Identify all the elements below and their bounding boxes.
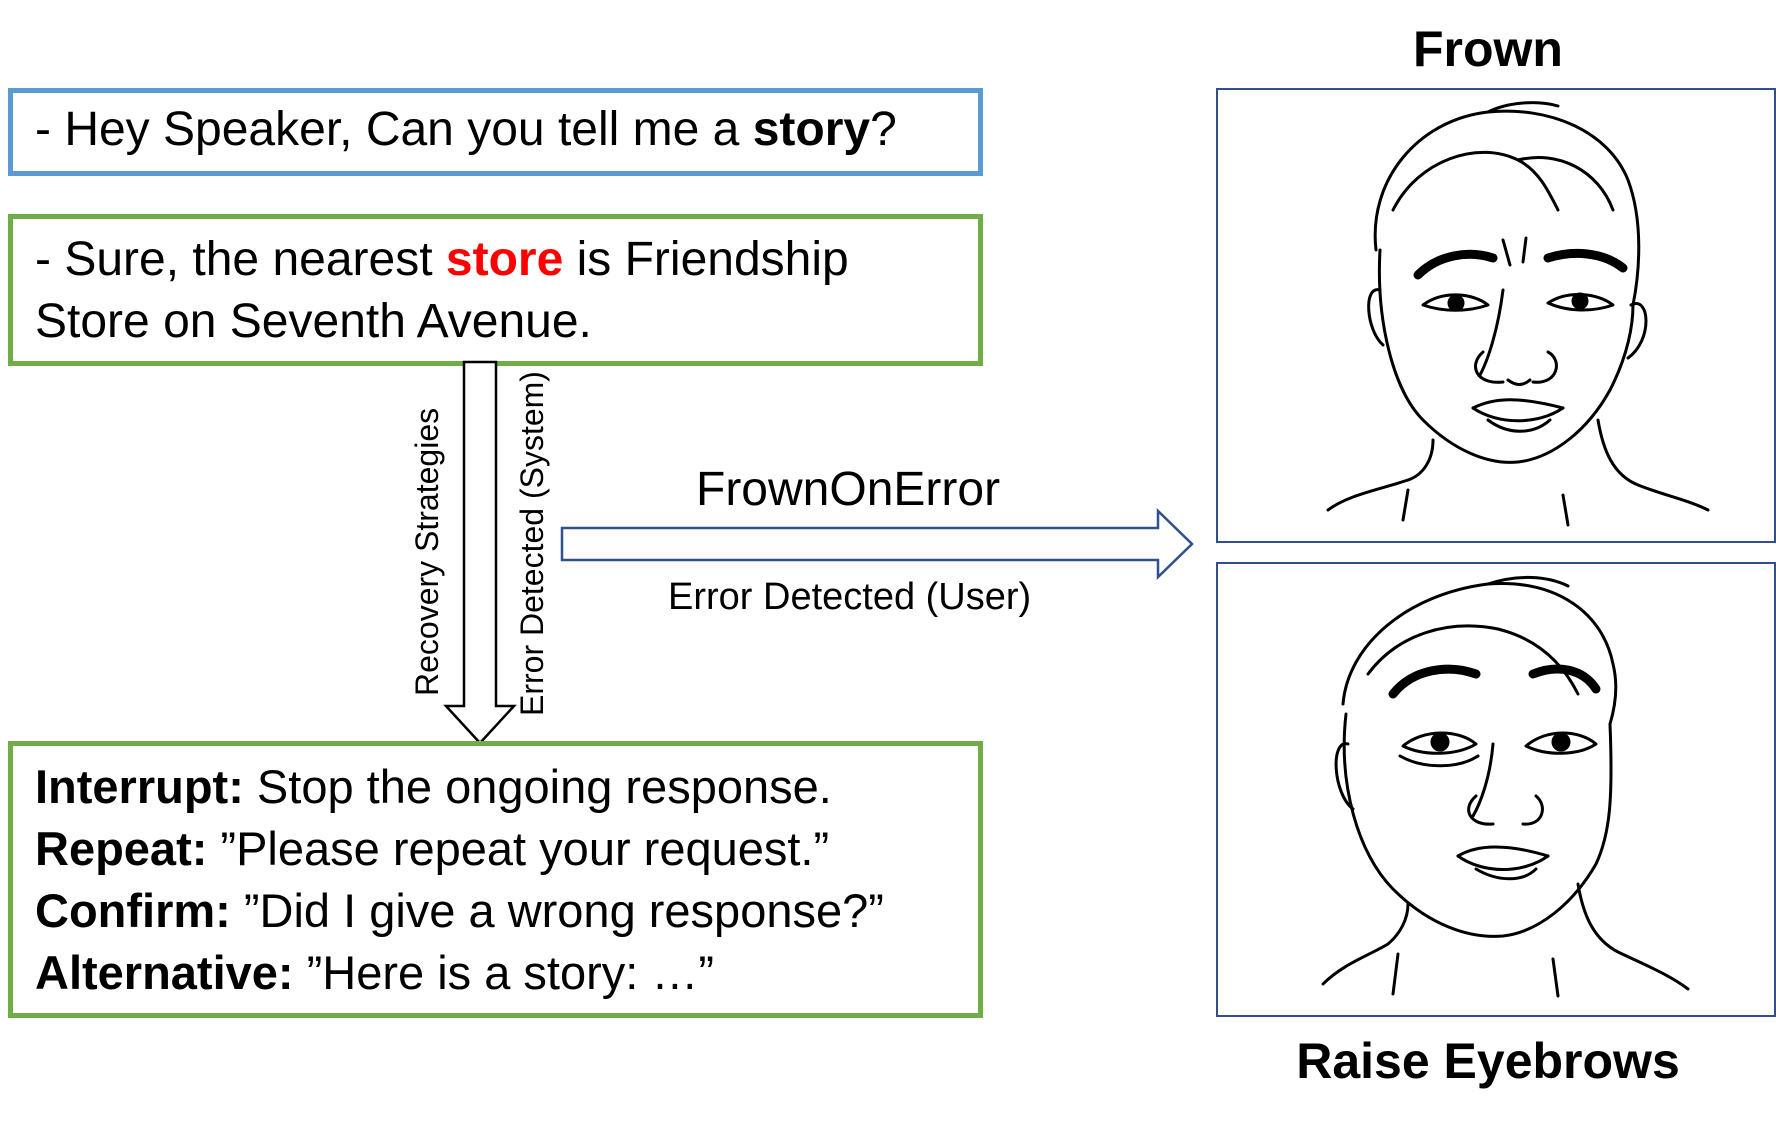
user-query-box: - Hey Speaker, Can you tell me a story? bbox=[8, 88, 983, 176]
strategy-text: ”Here is a story: …” bbox=[293, 946, 715, 999]
frown-on-error-label: FrownOnError bbox=[696, 463, 1001, 516]
right-arrow bbox=[560, 508, 1194, 580]
raise-eyebrows-face-panel bbox=[1216, 562, 1776, 1017]
frown-face-panel bbox=[1216, 88, 1776, 543]
strategy-text: ”Please repeat your request.” bbox=[207, 822, 830, 875]
strategy-confirm: Confirm: ”Did I give a wrong response?” bbox=[35, 880, 884, 942]
frown-title: Frown bbox=[1413, 21, 1563, 77]
query-suffix: ? bbox=[870, 103, 897, 156]
response-line-1: - Sure, the nearest store is Friendship bbox=[35, 229, 849, 291]
strategy-name: Repeat: bbox=[35, 822, 208, 875]
strategy-list: Interrupt: Stop the ongoing response. Re… bbox=[35, 756, 884, 1004]
raise-eyebrows-title: Raise Eyebrows bbox=[1296, 1033, 1680, 1089]
user-query-text: - Hey Speaker, Can you tell me a story? bbox=[35, 99, 897, 161]
strategy-text: Stop the ongoing response. bbox=[243, 760, 832, 813]
down-arrow bbox=[443, 360, 517, 745]
strategy-name: Alternative: bbox=[35, 946, 294, 999]
strategy-name: Confirm: bbox=[35, 884, 231, 937]
system-response-box: - Sure, the nearest store is Friendship … bbox=[8, 214, 983, 366]
response-suffix: is Friendship bbox=[563, 233, 849, 286]
response-prefix: - Sure, the nearest bbox=[35, 233, 446, 286]
system-error-label: Error Detected (System) bbox=[514, 371, 550, 716]
strategy-text: ”Did I give a wrong response?” bbox=[230, 884, 884, 937]
strategy-name: Interrupt: bbox=[35, 760, 244, 813]
recovery-strategies-box: Interrupt: Stop the ongoing response. Re… bbox=[8, 741, 983, 1018]
recovery-strategies-label: Recovery Strategies bbox=[409, 407, 445, 696]
error-word: store bbox=[445, 233, 564, 286]
user-error-label: Error Detected (User) bbox=[668, 576, 1032, 618]
query-keyword: story bbox=[752, 103, 871, 156]
raise-eyebrows-face-drawing bbox=[1321, 576, 1690, 998]
query-prefix: - Hey Speaker, Can you tell me a bbox=[35, 103, 753, 156]
strategy-repeat: Repeat: ”Please repeat your request.” bbox=[35, 818, 884, 880]
frown-face-drawing bbox=[1326, 101, 1710, 527]
response-line-2: Store on Seventh Avenue. bbox=[35, 295, 592, 348]
strategy-interrupt: Interrupt: Stop the ongoing response. bbox=[35, 756, 884, 818]
strategy-alternative: Alternative: ”Here is a story: …” bbox=[35, 942, 884, 1004]
